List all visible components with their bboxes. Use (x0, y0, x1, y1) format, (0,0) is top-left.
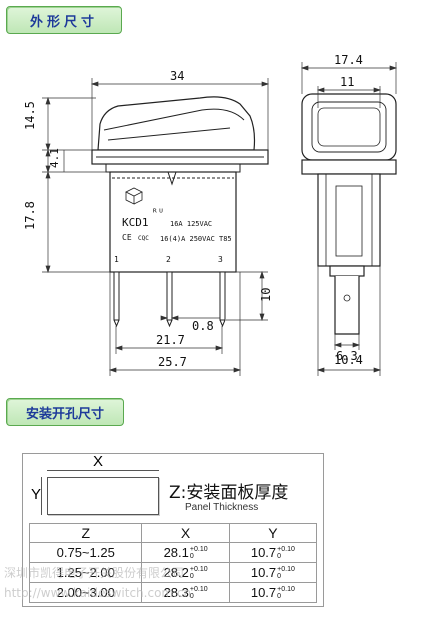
dim-4-1: 4.1 (48, 148, 61, 168)
x-label: X (93, 453, 104, 470)
z-label: Z:安装面板厚度 (169, 483, 289, 503)
ce-mark: CE (122, 233, 132, 242)
rating-label-2: 16(4)A 250VAC T85 (160, 235, 232, 243)
panel-cutout-box: X Y Z:安装面板厚度 Panel Thickness Z X Y 0.75~… (22, 453, 324, 607)
side-dimension-lines (300, 62, 398, 376)
dim-14-5: 14.5 (23, 101, 37, 130)
front-dimension-lines (42, 78, 270, 376)
front-view (91, 96, 269, 328)
x-dimension-line (47, 470, 159, 471)
dim-10-4: 10.4 (334, 353, 363, 367)
panel-cutout-section-tab: 安装开孔尺寸 (6, 398, 124, 426)
dim-0-8: 0.8 (192, 319, 214, 333)
dim-11: 11 (340, 75, 354, 89)
dim-34: 34 (170, 69, 184, 83)
table-header-row: Z X Y (28, 523, 318, 543)
z-sublabel: Panel Thickness (185, 502, 259, 513)
cell-z: 0.75~1.25 (28, 542, 143, 563)
ul-mark-icon: ᴿᵁ (152, 208, 164, 219)
dimensions-section-tab: 外形尺寸 (6, 6, 122, 34)
header-y: Y (228, 523, 318, 543)
dim-21-7: 21.7 (156, 333, 185, 347)
pin-label-1: 1 (114, 255, 119, 264)
cutout-rectangle (47, 477, 159, 515)
pin-label-3: 3 (218, 255, 223, 264)
cqc-mark: CQC (138, 235, 149, 242)
model-label: KCD1 (122, 216, 149, 229)
dim-17-8: 17.8 (23, 201, 37, 230)
y-dimension-line (41, 477, 42, 515)
cell-z: 1.25~2.00 (28, 562, 143, 583)
dim-25-7: 25.7 (158, 355, 187, 369)
dim-6-3: 6.3 (336, 349, 358, 363)
dim-10: 10 (259, 288, 273, 302)
header-x: X (141, 523, 230, 543)
y-label: Y (31, 486, 42, 503)
pin-label-2: 2 (166, 255, 171, 264)
watermark-company: 深圳市凯得电子开关股份有限公司 (4, 566, 185, 580)
dim-17-4: 17.4 (334, 53, 363, 67)
side-view (301, 93, 397, 335)
rating-label-1: 16A 125VAC (170, 220, 212, 228)
cell-z: 2.00~3.00 (28, 582, 143, 603)
switch-dimension-drawing: 34 14.5 4.1 17.8 10 0.8 21.7 25.7 17.4 1… (23, 53, 398, 376)
header-z: Z (28, 523, 143, 543)
watermark-url: http://www.kaideswitch.com.cn (4, 586, 192, 600)
